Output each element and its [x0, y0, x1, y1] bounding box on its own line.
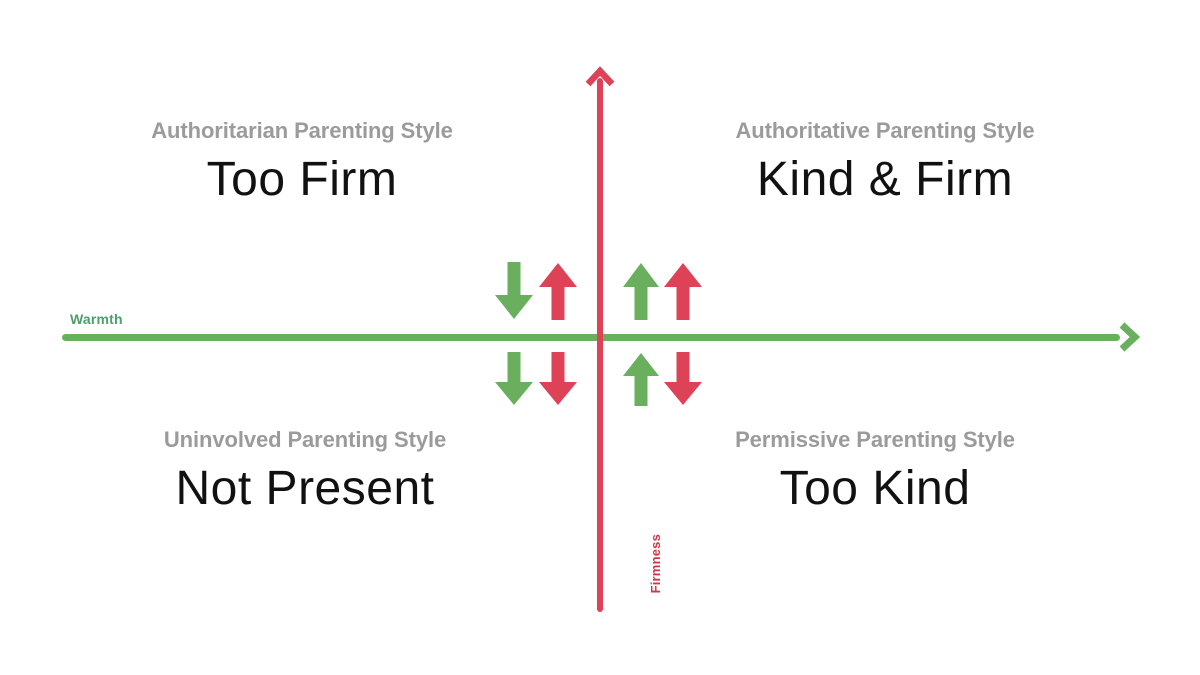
arrow-bottom-right-warmth-up-icon: [620, 352, 662, 406]
quadrant-top-left: Authoritarian Parenting Style Too Firm: [42, 118, 562, 207]
quadrant-bottom-right: Permissive Parenting Style Too Kind: [615, 427, 1135, 516]
quadrant-bottom-left-subtitle: Uninvolved Parenting Style: [163, 427, 447, 452]
quadrant-bottom-left-title: Not Present: [175, 462, 435, 515]
quadrant-bottom-right-title: Too Kind: [779, 462, 971, 515]
arrow-top-left-firmness-up-icon: [537, 262, 579, 320]
quadrant-top-left-title: Too Firm: [206, 153, 398, 206]
arrow-top-left-warmth-down-icon: [493, 262, 535, 320]
quadrant-bottom-left: Uninvolved Parenting Style Not Present: [45, 427, 565, 516]
quadrant-top-right: Authoritative Parenting Style Kind & Fir…: [625, 118, 1145, 207]
arrow-bottom-left-firmness-down-icon: [537, 352, 579, 406]
arrow-bottom-right-firmness-down-icon: [662, 352, 704, 406]
quadrant-top-right-title: Kind & Firm: [756, 153, 1014, 206]
arrow-top-right-firmness-up-icon: [662, 262, 704, 320]
firmness-axis-arrowhead-icon: [583, 62, 617, 96]
arrow-top-right-warmth-up-icon: [620, 262, 662, 320]
quadrant-top-left-subtitle: Authoritarian Parenting Style: [151, 118, 453, 143]
warmth-axis-label: Warmth: [70, 311, 123, 327]
warmth-axis-arrowhead-icon: [1110, 320, 1144, 354]
quadrant-bottom-right-subtitle: Permissive Parenting Style: [735, 427, 1015, 452]
arrow-bottom-left-warmth-down-icon: [493, 352, 535, 406]
firmness-axis-label: Firmness: [648, 534, 663, 594]
warmth-axis-line: [62, 334, 1120, 341]
quadrant-top-right-subtitle: Authoritative Parenting Style: [735, 118, 1035, 143]
firmness-axis-line: [597, 78, 603, 612]
